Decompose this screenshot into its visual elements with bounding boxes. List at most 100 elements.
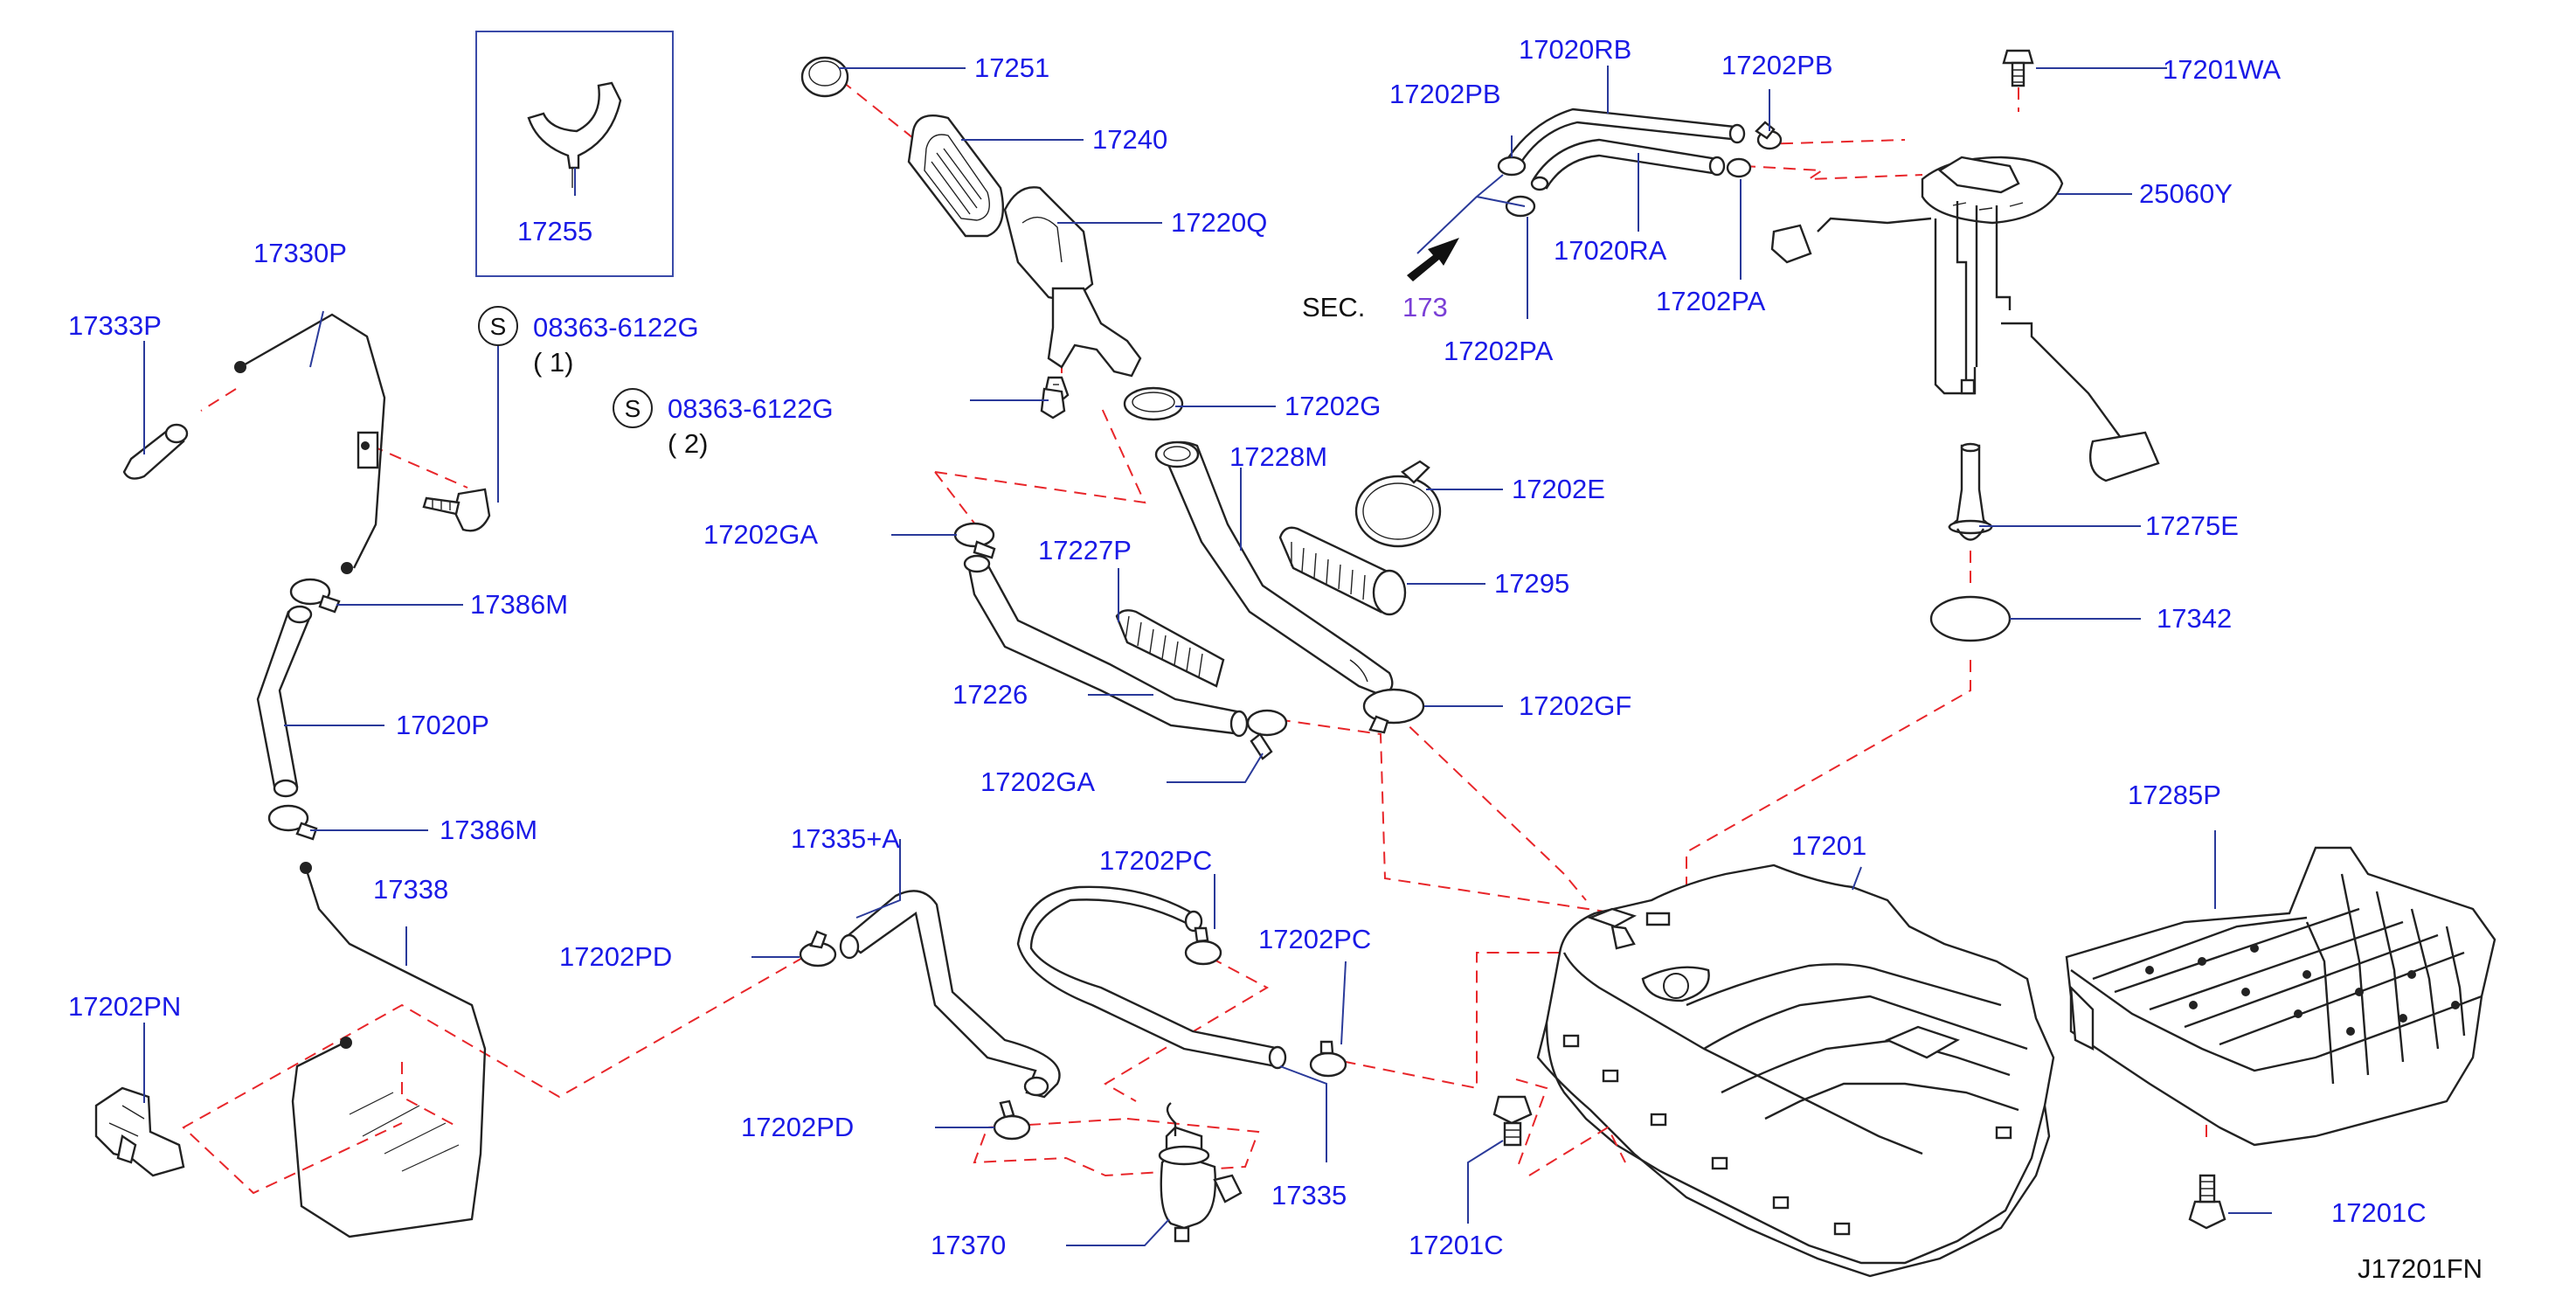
label-17201C-right: 17201C: [2331, 1197, 2427, 1228]
protector-17338: [291, 862, 487, 1238]
fuel-pump-module-25060Y: [1770, 49, 2160, 482]
label-sec-number: 173: [1402, 292, 1448, 323]
label-17202PC-upper: 17202PC: [1099, 845, 1212, 876]
label-25060Y: 25060Y: [2139, 178, 2233, 209]
label-17202PB-left: 17202PB: [1389, 79, 1501, 109]
corrugated-hose-17295: [1278, 526, 1407, 616]
filler-pipe-assembly: [1040, 386, 1442, 734]
label-17202GA-upper: 17202GA: [703, 519, 818, 550]
label-17228M: 17228M: [1229, 441, 1327, 472]
label-fastener-qty-1: ( 1): [533, 347, 574, 378]
label-17275E: 17275E: [2145, 510, 2239, 541]
fastener-s-symbol-2: [613, 388, 653, 428]
clamp-17202E: [1354, 460, 1442, 548]
label-17202G: 17202G: [1285, 391, 1381, 421]
sec-173-arrow: [1407, 238, 1459, 281]
protector-17285P: [2065, 846, 2496, 1230]
clamp-17386M-upper: [289, 578, 341, 614]
clamp-17202PB-left: [1497, 156, 1527, 177]
label-17330P: 17330P: [253, 238, 347, 268]
fastener-symbol-text-2: S: [625, 395, 641, 422]
clamp-17202GA-lower: [1246, 709, 1288, 760]
label-17202PC-lower: 17202PC: [1258, 924, 1371, 954]
fastener-s-symbol-1: [478, 306, 518, 346]
label-17295: 17295: [1494, 568, 1569, 599]
label-17201: 17201: [1791, 830, 1866, 861]
label-fastener-part-2: 08363-6122G: [668, 393, 834, 424]
hose-17335A: [839, 890, 1061, 1099]
clamp-17202PC-upper: [1184, 926, 1222, 966]
pipe-17020RA: [1530, 138, 1726, 191]
label-17202PD-upper: 17202PD: [559, 941, 672, 972]
clip-17202PN: [94, 1086, 185, 1177]
label-17335: 17335: [1271, 1180, 1347, 1210]
label-sec-prefix: SEC.: [1302, 292, 1365, 323]
label-17202PB-right: 17202PB: [1721, 50, 1833, 80]
label-17386M-lower: 17386M: [440, 815, 537, 845]
label-17227P: 17227P: [1038, 535, 1132, 565]
label-17201WA: 17201WA: [2163, 54, 2281, 85]
label-17255: 17255: [517, 216, 592, 246]
bolt-17201WA: [2002, 49, 2034, 87]
label-17020RA: 17020RA: [1554, 235, 1667, 266]
label-17202PA-left: 17202PA: [1444, 336, 1554, 366]
fuel-filler-neck-assembly: [800, 56, 1142, 406]
diagram-code: J17201FN: [2358, 1253, 2483, 1284]
assembly-guide-lines: [182, 67, 2207, 1195]
clamp-17202G: [1123, 386, 1184, 421]
hose-17226: [963, 554, 1249, 738]
label-17335A: 17335+A: [791, 823, 900, 854]
clamp-17202PD-lower: [993, 1099, 1031, 1141]
hose-17335: [1016, 885, 1287, 1070]
label-17202PA-right: 17202PA: [1656, 286, 1766, 316]
protector-17330P: [234, 313, 386, 574]
clamp-17386M-lower: [267, 804, 318, 841]
label-fastener-qty-2: ( 2): [668, 428, 709, 459]
evap-hose-assembly: [799, 885, 1347, 1243]
clamp-17202PD-upper: [799, 930, 837, 968]
label-17020RB: 17020RB: [1519, 34, 1631, 65]
filler-tube-17220Q: [1003, 186, 1142, 378]
part-17255-inset: [475, 31, 674, 277]
filler-cap-17251: [800, 56, 849, 98]
label-17202PD-lower: 17202PD: [741, 1112, 854, 1142]
filter-17370: [1158, 1102, 1243, 1243]
bolt-17201C-right: [2188, 1174, 2226, 1230]
left-protector-assembly: [94, 313, 491, 1238]
clip-17333P: [122, 423, 189, 480]
label-17333P: 17333P: [68, 310, 162, 341]
filler-grommet-17240: [907, 114, 1004, 238]
label-17342: 17342: [2157, 603, 2232, 634]
label-17226: 17226: [952, 679, 1028, 710]
clamp-17202GA-upper: [953, 522, 996, 559]
label-17285P: 17285P: [2128, 780, 2221, 810]
pipe-17020RB: [1501, 108, 1746, 172]
label-17020P: 17020P: [396, 710, 489, 740]
label-17201C-left: 17201C: [1409, 1230, 1504, 1260]
bolt-17202G-side: [1040, 387, 1066, 420]
label-17220Q: 17220Q: [1171, 207, 1267, 238]
breather-hose-assembly: [953, 522, 1288, 760]
vent-valve-17275E: [1947, 442, 1994, 541]
corrugated-17227P: [1115, 609, 1225, 688]
leader-lines: [143, 66, 2272, 1246]
label-17240: 17240: [1092, 124, 1167, 155]
label-17202E: 17202E: [1512, 474, 1605, 504]
label-fastener-part-1: 08363-6122G: [533, 312, 699, 343]
label-17386M-upper: 17386M: [470, 589, 568, 620]
bolt-17201C-left: [1492, 1095, 1533, 1147]
gasket-17342: [1929, 595, 2012, 642]
vent-pipes-assembly: [1407, 108, 1783, 281]
label-17338: 17338: [373, 874, 448, 905]
protector-holes: [2145, 944, 2460, 1036]
fuel-tank-17201: [1492, 864, 2055, 1278]
clamp-17202PA-right: [1726, 157, 1752, 178]
label-17202GF: 17202GF: [1519, 690, 1631, 721]
hose-17020P: [256, 605, 313, 798]
clamp-17202GF: [1362, 688, 1425, 734]
label-17202PN: 17202PN: [68, 991, 181, 1022]
label-17251: 17251: [974, 52, 1049, 83]
label-17202GA-lower: 17202GA: [980, 766, 1095, 797]
bolt-08363-6122G: [422, 488, 491, 532]
